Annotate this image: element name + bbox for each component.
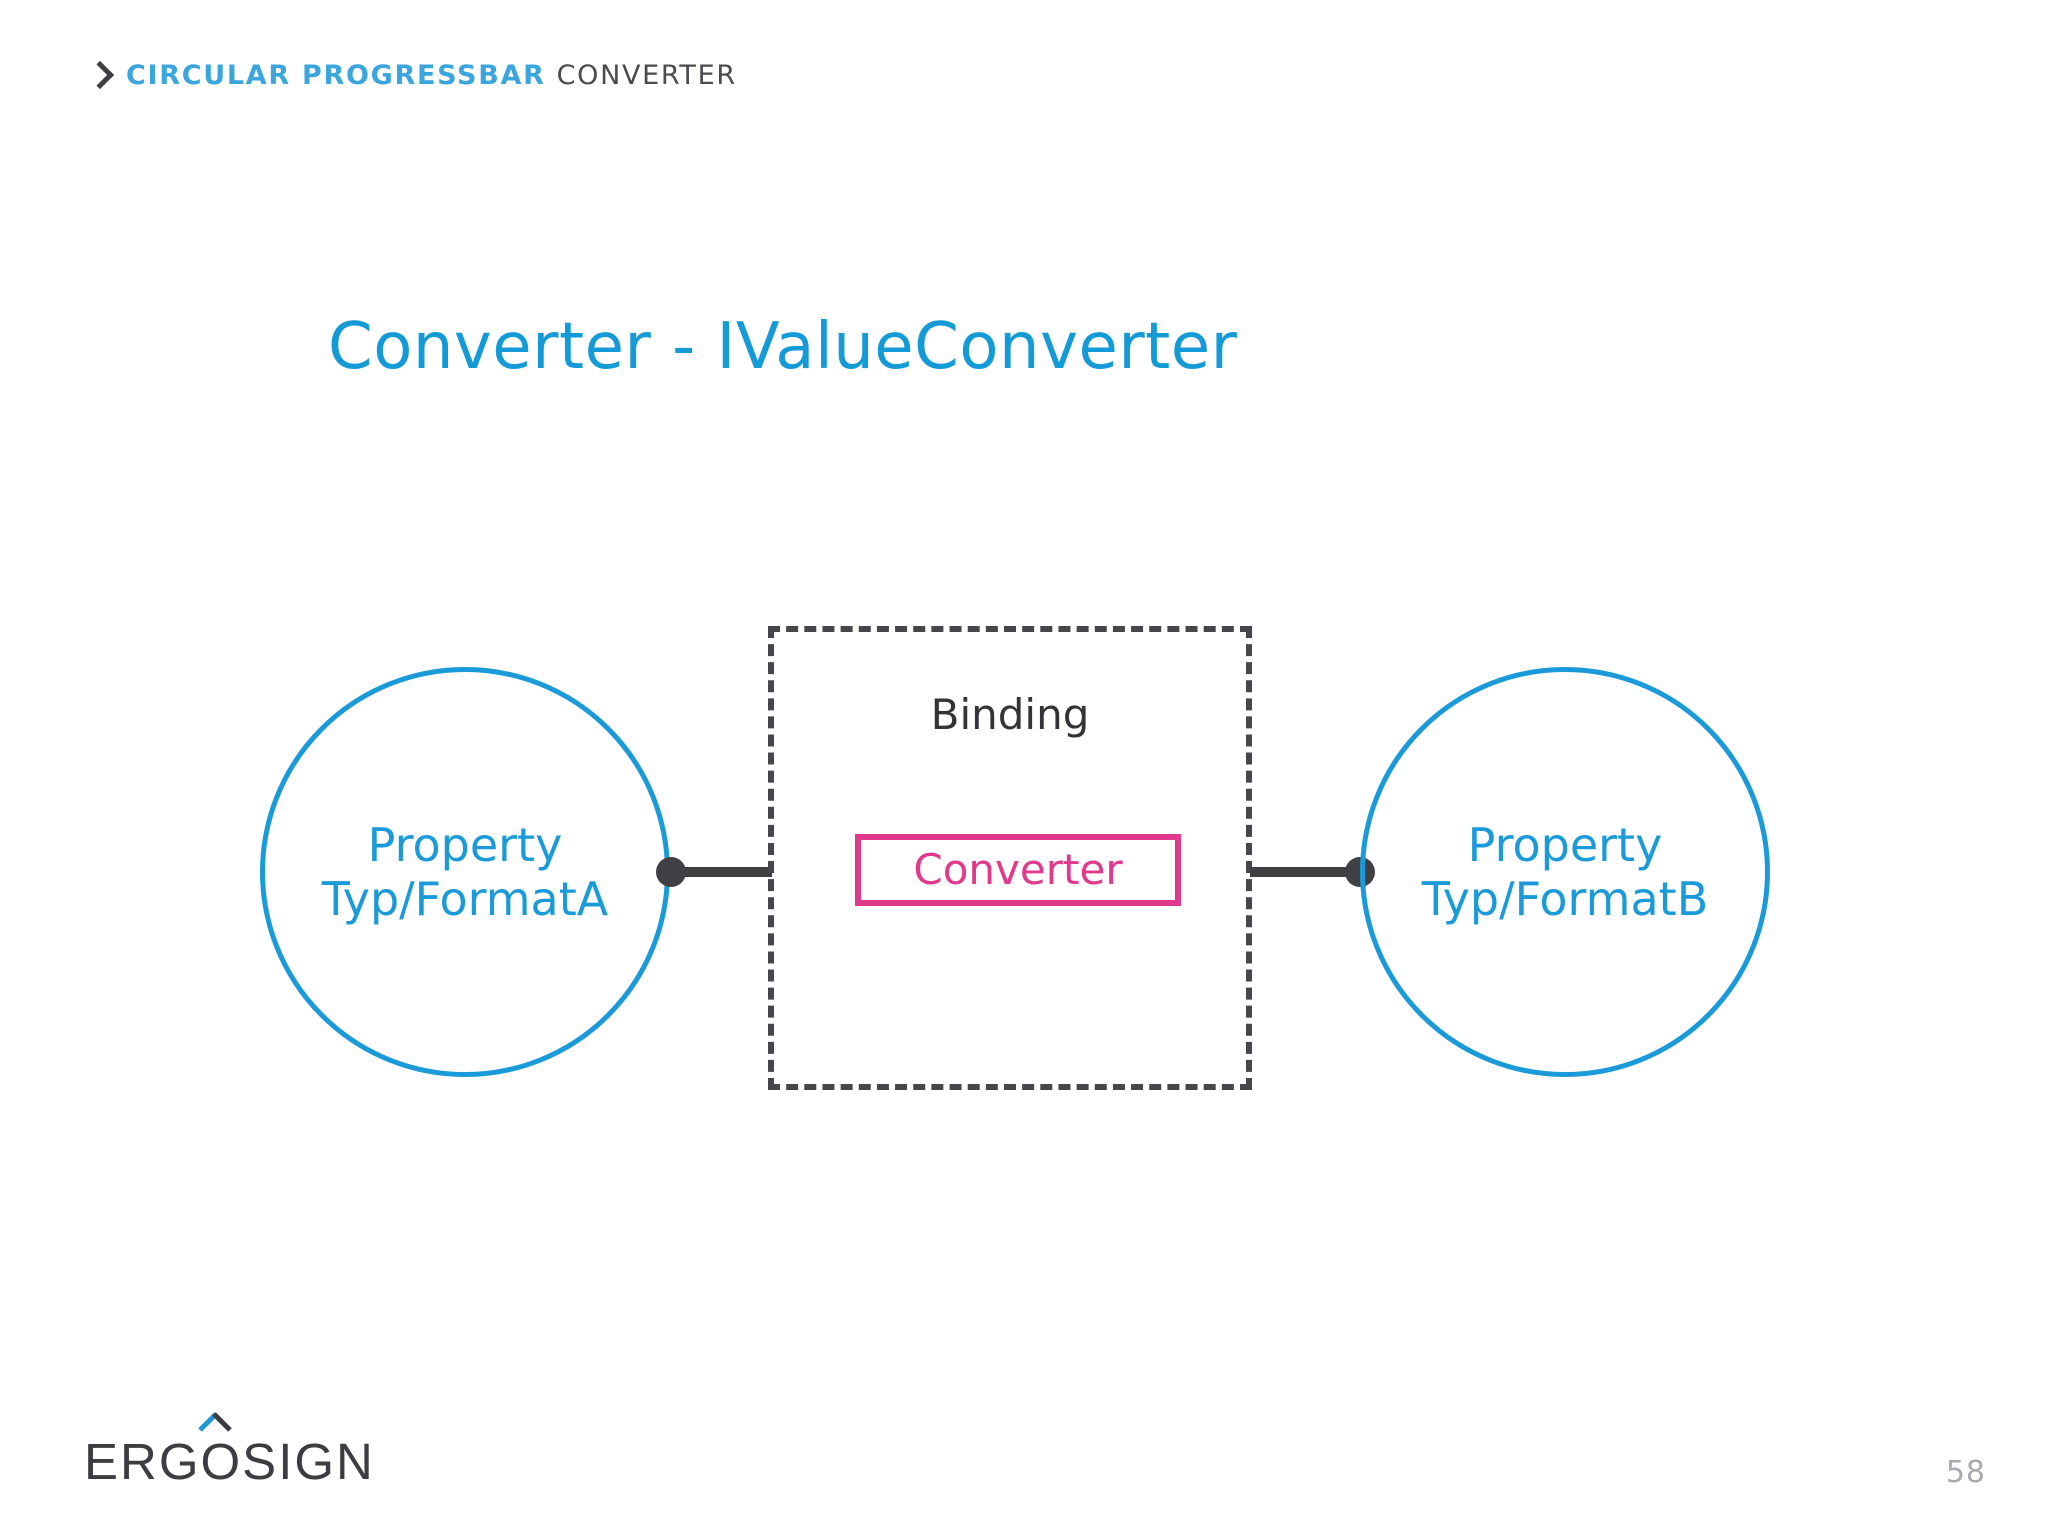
binding-label: Binding [930, 690, 1090, 739]
connector-line-right [1250, 867, 1350, 877]
node-property-b-line2: Typ/FormatB [1421, 872, 1709, 926]
connector-line-left [680, 867, 772, 877]
page-title: Converter - IValueConverter [328, 310, 1238, 384]
breadcrumb-subsection: CONVERTER [556, 59, 737, 91]
node-property-b-line1: Property [1467, 817, 1663, 872]
node-property-a-line1: Property [367, 817, 563, 872]
breadcrumb: CIRCULAR PROGRESSBAR CONVERTER [88, 58, 737, 92]
breadcrumb-section: CIRCULAR PROGRESSBAR [126, 59, 546, 91]
node-property-a: Property Typ/FormatA [260, 667, 670, 1077]
ergosign-logo: ERGOSIGN [84, 1412, 373, 1512]
page-number: 58 [1945, 1455, 1986, 1490]
converter-label: Converter [913, 845, 1123, 894]
converter-box: Converter [855, 834, 1181, 906]
x-mark-icon [198, 1412, 232, 1432]
node-property-a-line2: Typ/FormatA [321, 872, 609, 926]
binding-container: Binding [768, 626, 1252, 1090]
ergosign-logo-text: ERGOSIGN [84, 1433, 375, 1490]
node-property-b: Property Typ/FormatB [1360, 667, 1770, 1077]
connector-dot-left [656, 857, 686, 887]
